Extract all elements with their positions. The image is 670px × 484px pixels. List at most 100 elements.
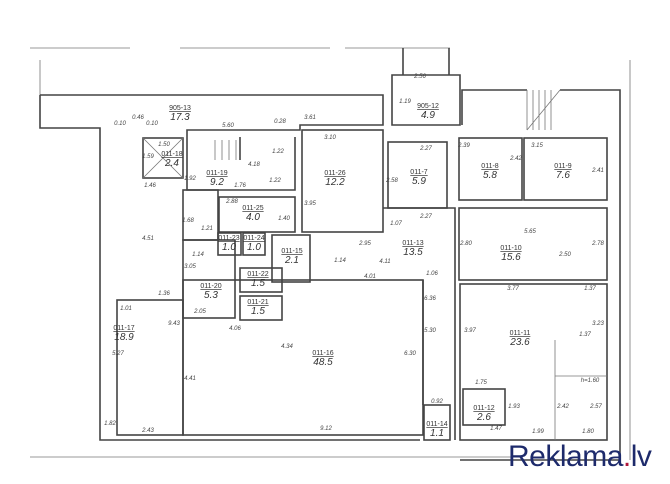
dimension-label: 4.01 [364, 274, 376, 280]
dimension-label: 2.88 [225, 199, 238, 205]
dimension-label: 3.23 [592, 321, 604, 327]
room-area: 9.2 [210, 177, 224, 188]
room-id: 011-26 [324, 170, 345, 177]
room-area: 1.0 [222, 242, 236, 253]
logo-tld: lv [630, 440, 652, 473]
room-area: 2.4 [164, 158, 179, 169]
room-area: 4.0 [246, 212, 260, 223]
dimension-label: 1.36 [158, 291, 170, 297]
dimension-label: 5.65 [524, 229, 536, 235]
dimension-label: 2.43 [141, 428, 154, 434]
room-id: 011-8 [481, 163, 498, 170]
room-011-14: 011-141.1 [426, 421, 447, 439]
dimension-label: 3.10 [324, 135, 336, 141]
dimension-label: 2.58 [385, 178, 398, 184]
room-id: 011-17 [113, 325, 134, 332]
room-id: 011-24 [243, 235, 264, 242]
dimension-label: 2.27 [419, 214, 432, 220]
dimension-label: 4.41 [184, 376, 196, 382]
room-id: 011-18 [161, 151, 182, 158]
dimension-label: 2.42 [509, 156, 522, 162]
dimension-label: 2.41 [591, 168, 604, 174]
dimension-label: 2.95 [358, 241, 371, 247]
room-id: 011-23 [218, 235, 239, 242]
room-id: 011-15 [281, 248, 302, 255]
room-011-8: 011-85.8 [481, 163, 498, 181]
dimension-label: 1.46 [144, 183, 156, 189]
room-area: 13.5 [403, 247, 423, 258]
dimension-label: 4.06 [229, 326, 241, 332]
room-area: 15.6 [501, 252, 521, 263]
dimension-label: 1.75 [475, 380, 487, 386]
dimension-label: 1.14 [334, 258, 346, 264]
room-id: 011-21 [247, 299, 268, 306]
dimension-label: 1.50 [158, 142, 170, 148]
dimension-label: 6.36 [424, 296, 436, 302]
dimension-label: 1.19 [399, 99, 411, 105]
room-011-22: 011-221.5 [247, 271, 268, 289]
room-area: 23.6 [509, 337, 530, 348]
dimension-label: 9.12 [320, 426, 332, 432]
room-area: 17.3 [170, 112, 190, 123]
dimension-label: 3.97 [464, 328, 476, 334]
logo-main: Reklama [508, 440, 623, 473]
dimension-label: 1.37 [579, 332, 591, 338]
dimension-label: 2.78 [591, 241, 604, 247]
room-area: 1.0 [247, 242, 261, 253]
dimension-label: 0.10 [146, 121, 158, 127]
dimension-label: 1.92 [184, 176, 196, 182]
room-011-9: 011-97.6 [554, 163, 571, 181]
dimension-label: 5.60 [222, 123, 234, 129]
room-id: 011-14 [426, 421, 447, 428]
dimension-label: 2.27 [419, 146, 432, 152]
room-id: 011-13 [402, 240, 423, 247]
dimension-label: 2.80 [459, 241, 472, 247]
room-area: 48.5 [313, 357, 333, 368]
dimension-label: 1.22 [269, 178, 281, 184]
room-011-20: 011-205.3 [200, 283, 221, 301]
room-area: 5.3 [204, 290, 218, 301]
dimension-label: 2.57 [589, 404, 602, 410]
room-area: 2.6 [476, 412, 491, 423]
reklama-logo[interactable]: Reklama.lv [508, 440, 652, 474]
room-905-12: 905-124.9 [417, 103, 439, 121]
dimension-label: 4.18 [248, 162, 260, 168]
dimension-label: 0.92 [431, 399, 443, 405]
room-area: 12.2 [325, 177, 345, 188]
dimension-label: 3.05 [184, 264, 196, 270]
dimension-label: 1.01 [120, 306, 132, 312]
room-011-15: 011-152.1 [281, 248, 302, 266]
dimension-label: 3.95 [304, 201, 316, 207]
room-area: 5.8 [483, 170, 497, 181]
dimension-label: 2.39 [457, 143, 470, 149]
dimension-label: 2.42 [556, 404, 569, 410]
dimension-label: 2.05 [193, 309, 206, 315]
room-area: 1.5 [251, 278, 265, 289]
room-id: 011-16 [312, 350, 333, 357]
dimension-label: 1.80 [582, 429, 594, 435]
dimension-label: 2.56 [413, 74, 426, 80]
dimension-label: 5.30 [424, 328, 436, 334]
dimension-label: 1.68 [182, 218, 194, 224]
room-labels: 905-1317.3905-124.9011-182.4011-199.2011… [113, 103, 571, 439]
dimension-label: 1.14 [192, 252, 204, 258]
room-011-21: 011-211.5 [247, 299, 268, 317]
room-area: 4.9 [421, 110, 435, 121]
room-id: 011-19 [206, 170, 227, 177]
dimension-label: 4.11 [379, 259, 390, 265]
room-area: 5.9 [412, 176, 426, 187]
dimension-label: 2.50 [558, 252, 571, 258]
dimension-label: 1.59 [142, 154, 154, 160]
walls [30, 47, 631, 461]
dimension-label: 1.47 [490, 426, 502, 432]
room-011-12: 011-122.6 [473, 405, 494, 423]
dimension-label: 1.93 [508, 404, 520, 410]
room-area: 1.5 [251, 306, 265, 317]
